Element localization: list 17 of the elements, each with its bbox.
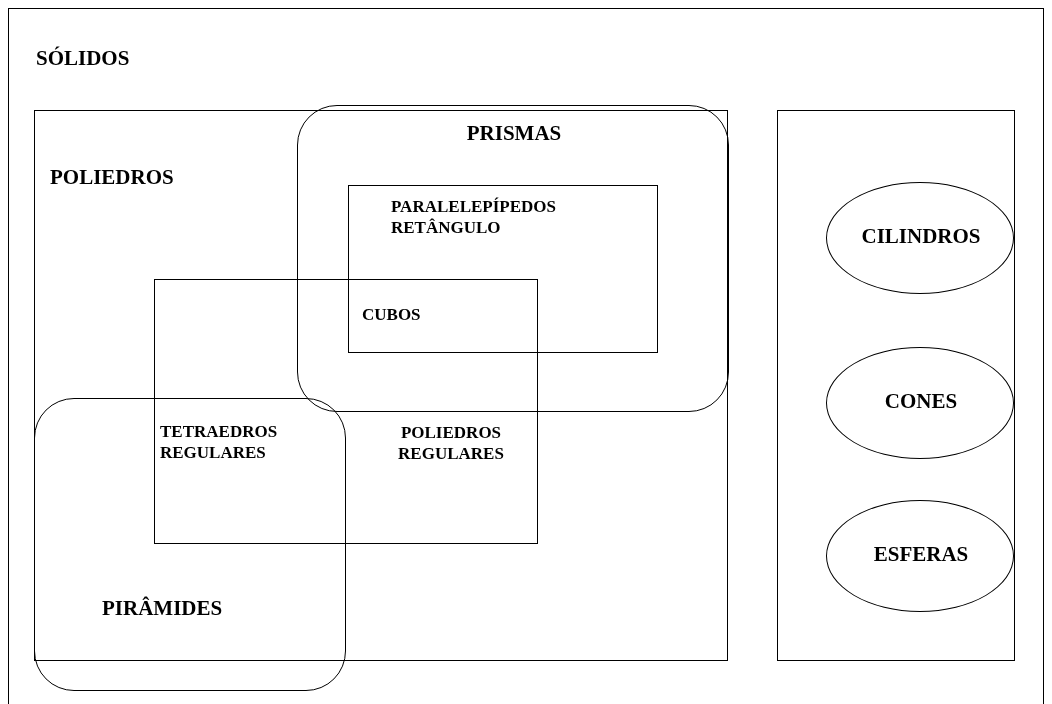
set-box — [348, 185, 658, 353]
set-label: PARALELEPÍPEDOS RETÂNGULO — [391, 196, 557, 239]
set-label: POLIEDROS — [50, 164, 175, 191]
set-label: POLIEDROS REGULARES — [397, 422, 505, 465]
set-box — [154, 279, 538, 544]
set-label: PRISMAS — [465, 120, 563, 147]
rounded-set-box — [34, 398, 346, 691]
set-label: SÓLIDOS — [36, 45, 131, 72]
region-label: CUBOS — [362, 304, 422, 326]
region-label: TETRAEDROS REGULARES — [160, 421, 279, 464]
outer-set-box — [8, 8, 1044, 704]
set-label: CONES — [883, 388, 959, 415]
set-box — [777, 110, 1015, 661]
set-label: CILINDROS — [860, 223, 982, 250]
set-label: ESFERAS — [872, 541, 970, 568]
rounded-set-box — [297, 105, 729, 412]
set-label: PIRÂMIDES — [102, 595, 224, 622]
